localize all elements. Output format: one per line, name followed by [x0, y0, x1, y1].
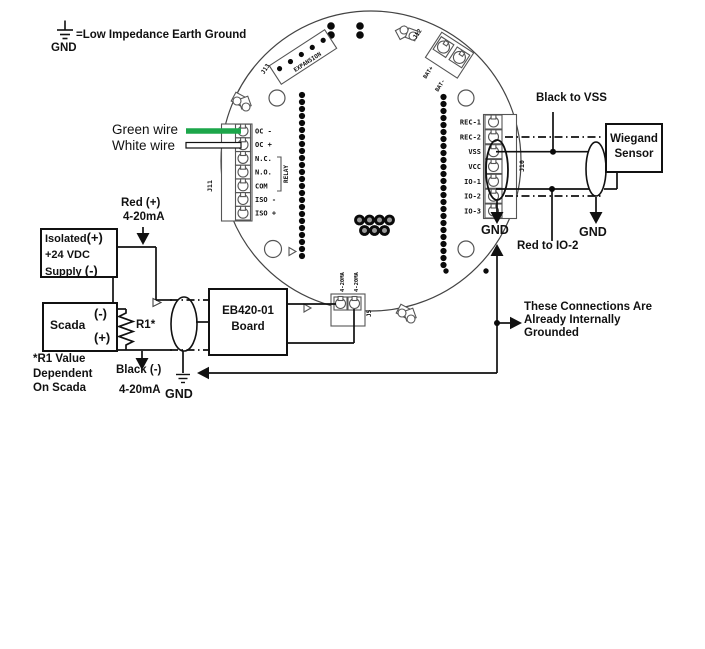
- wiegand-sensor-box: Wiegand Sensor: [605, 123, 663, 173]
- legend-text: =Low Impedance Earth Ground: [76, 29, 247, 41]
- arrow-right-grounded-note: [510, 316, 522, 330]
- screw-cluster-bottom: [395, 303, 417, 324]
- j5-ma-label-2: 4-20MA: [354, 271, 360, 292]
- gnd-left-label: GND: [165, 387, 193, 401]
- left-circuit-wires: [112, 246, 355, 373]
- header-pin-columns: [298, 22, 489, 274]
- white-wire: [185, 141, 242, 149]
- screw-cluster-top-right: [394, 25, 419, 42]
- red-ma-label: 4-20mA: [123, 211, 165, 223]
- j10-label: J10: [518, 160, 526, 172]
- svg-text:COM: COM: [255, 182, 268, 190]
- j12-label: J12: [412, 27, 424, 40]
- svg-text:VCC: VCC: [468, 163, 481, 171]
- eb420-board-label: Board: [231, 321, 265, 333]
- isolated-supply-box: Isolated(+) +24 VDC Supply (-): [40, 228, 118, 278]
- j12-battery-connector: [424, 31, 475, 79]
- svg-text:ISO +: ISO +: [255, 210, 276, 218]
- svg-text:OC +: OC +: [255, 141, 272, 149]
- arrow-gnd-sensor: [589, 212, 603, 224]
- eb420-board-box: EB420-01 Board: [208, 288, 288, 356]
- r1-label: R1*: [136, 319, 156, 331]
- scada-label: Scada: [50, 318, 86, 332]
- scada-plus: (+): [94, 330, 111, 345]
- right-circuit-wires: [496, 112, 618, 241]
- arrows: [135, 197, 603, 380]
- junction-dot-io2: [549, 186, 555, 192]
- eb420-label: EB420-01: [222, 305, 274, 317]
- supply-line-3: Supply (-): [45, 263, 98, 278]
- svg-text:IO-1: IO-1: [464, 178, 481, 186]
- arrow-up-to-gnd: [490, 244, 504, 256]
- j11-terminal-labels: OC - OC + N.C. N.O. COM ISO - ISO +: [255, 128, 276, 218]
- svg-text:VSS: VSS: [468, 148, 481, 156]
- black-ma-label: 4-20mA: [119, 384, 161, 396]
- center-pad-cluster: [354, 214, 395, 236]
- svg-text:N.O.: N.O.: [255, 169, 272, 177]
- arrow-red-plus: [136, 233, 150, 245]
- j5-label: J5: [366, 309, 373, 317]
- relay-label: RELAY: [283, 165, 290, 183]
- green-wire-label: Green wire: [112, 122, 179, 137]
- legend-gnd-label: GND: [51, 42, 77, 54]
- supply-line-1: Isolated(+): [45, 230, 103, 245]
- white-wire-label: White wire: [112, 138, 176, 153]
- scada-minus: (-): [94, 306, 107, 321]
- svg-text:IO-3: IO-3: [464, 208, 481, 216]
- earth-ground-symbol-shield: [176, 373, 190, 384]
- j11-label: J11: [206, 180, 214, 192]
- ground-trunk-wires: [208, 255, 511, 374]
- arrow-black-minus: [135, 358, 149, 370]
- supply-line-2: +24 VDC: [45, 248, 90, 261]
- relay-bracket: [277, 156, 282, 192]
- svg-text:REC-2: REC-2: [460, 133, 481, 141]
- earth-ground-symbol-legend: [57, 20, 73, 40]
- scada-box: Scada (-) (+): [42, 302, 118, 352]
- svg-text:OC -: OC -: [255, 128, 272, 136]
- svg-text:ISO -: ISO -: [255, 196, 276, 204]
- junction-dot-vss: [550, 148, 556, 155]
- svg-text:IO-2: IO-2: [464, 193, 481, 201]
- j10-terminal-labels: REC-1 REC-2 VSS VCC IO-1 IO-2 IO-3: [460, 119, 481, 216]
- gnd-board-label: GND: [481, 223, 509, 237]
- resistor-r1: [116, 309, 136, 350]
- junction-dot-grounded: [494, 320, 500, 326]
- svg-text:N.C.: N.C.: [255, 155, 272, 163]
- j13-label: J13: [260, 62, 272, 75]
- red-plus-label: Red (+): [121, 197, 161, 209]
- cable-shield-left: [170, 296, 198, 352]
- j5-ma-label-1: 4-20MA: [340, 271, 346, 292]
- red-to-io2-label: Red to IO-2: [517, 240, 579, 252]
- wiegand-label: Wiegand: [610, 133, 658, 145]
- arrow-gnd-board: [490, 212, 504, 224]
- svg-text:REC-1: REC-1: [460, 119, 481, 127]
- mounting-holes: [263, 89, 475, 259]
- black-minus-label: Black (-): [116, 364, 162, 376]
- screw-cluster-top-left: [230, 91, 252, 112]
- cable-shield-right: [585, 141, 607, 197]
- black-to-vss-label: Black to VSS: [536, 92, 607, 104]
- arrow-left-to-shield-gnd: [197, 366, 209, 380]
- gnd-sensor-label: GND: [579, 225, 607, 239]
- sensor-label: Sensor: [614, 148, 654, 160]
